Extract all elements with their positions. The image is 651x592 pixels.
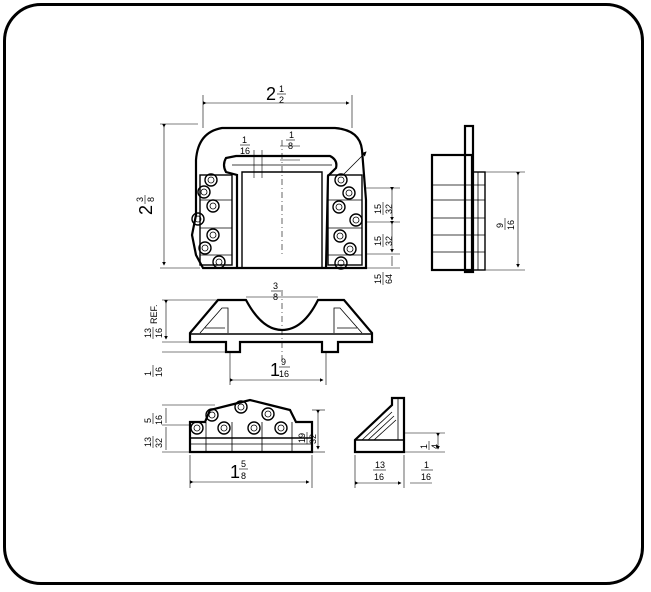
bolt-strip-view: [162, 398, 325, 488]
lower-c-num: 19: [297, 433, 307, 443]
front-thk-num: 1: [143, 371, 153, 376]
top-height-whole: 2: [136, 205, 156, 215]
pitch-a-num: 15: [373, 204, 383, 214]
side-width-num: 9: [495, 223, 505, 228]
front-view: [162, 290, 374, 385]
front-height-den: 16: [154, 328, 164, 338]
front-height-suffix: REF.: [149, 304, 159, 324]
front-width-den: 16: [279, 369, 289, 379]
lower-b-num: 13: [143, 437, 153, 447]
drawing-frame: [3, 3, 644, 585]
top-view: [160, 95, 400, 270]
pitch-b-den: 32: [384, 236, 394, 246]
bracket-view: [353, 396, 445, 488]
front-height-num: 13: [143, 328, 153, 338]
left-bolt-group: [191, 173, 233, 269]
bracket-w-num: 13: [375, 460, 385, 470]
lower-c-den: 32: [308, 434, 318, 444]
lower-width-den: 8: [241, 471, 246, 481]
lower-a-num: 5: [143, 418, 153, 423]
bottom-off-den: 64: [384, 274, 394, 284]
front-top-num: 3: [273, 281, 278, 291]
front-top-den: 8: [273, 292, 278, 302]
bracket-t-den: 16: [421, 472, 431, 482]
front-width-num: 9: [281, 357, 286, 367]
pitch-b-num: 15: [373, 236, 383, 246]
top-width-whole: 2: [266, 84, 276, 104]
slot-gap-num: 1: [242, 135, 247, 145]
bracket-h-num: 1: [419, 444, 429, 449]
lower-b-den: 32: [154, 438, 164, 448]
top-height-den: 8: [146, 197, 156, 202]
slot-depth-den: 8: [288, 141, 293, 151]
front-width-whole: 1: [270, 360, 280, 380]
pitch-a-den: 32: [384, 204, 394, 214]
top-width-num: 1: [279, 84, 284, 94]
lower-a-den: 16: [154, 415, 164, 425]
front-thk-den: 16: [154, 367, 164, 377]
slot-gap-den: 16: [240, 146, 250, 156]
top-width-den: 2: [279, 95, 284, 105]
bracket-t-num: 1: [424, 460, 429, 470]
right-bolt-group: [327, 151, 367, 270]
bracket-w-den: 16: [374, 472, 384, 482]
side-width-den: 16: [506, 220, 516, 230]
top-height-num: 3: [135, 197, 145, 202]
side-view: [430, 124, 525, 274]
lower-width-num: 5: [241, 459, 246, 469]
bracket-h-den: 4: [430, 444, 440, 449]
bottom-off-num: 15: [373, 274, 383, 284]
slot-depth-num: 1: [289, 130, 294, 140]
lower-width-whole: 1: [230, 462, 240, 482]
